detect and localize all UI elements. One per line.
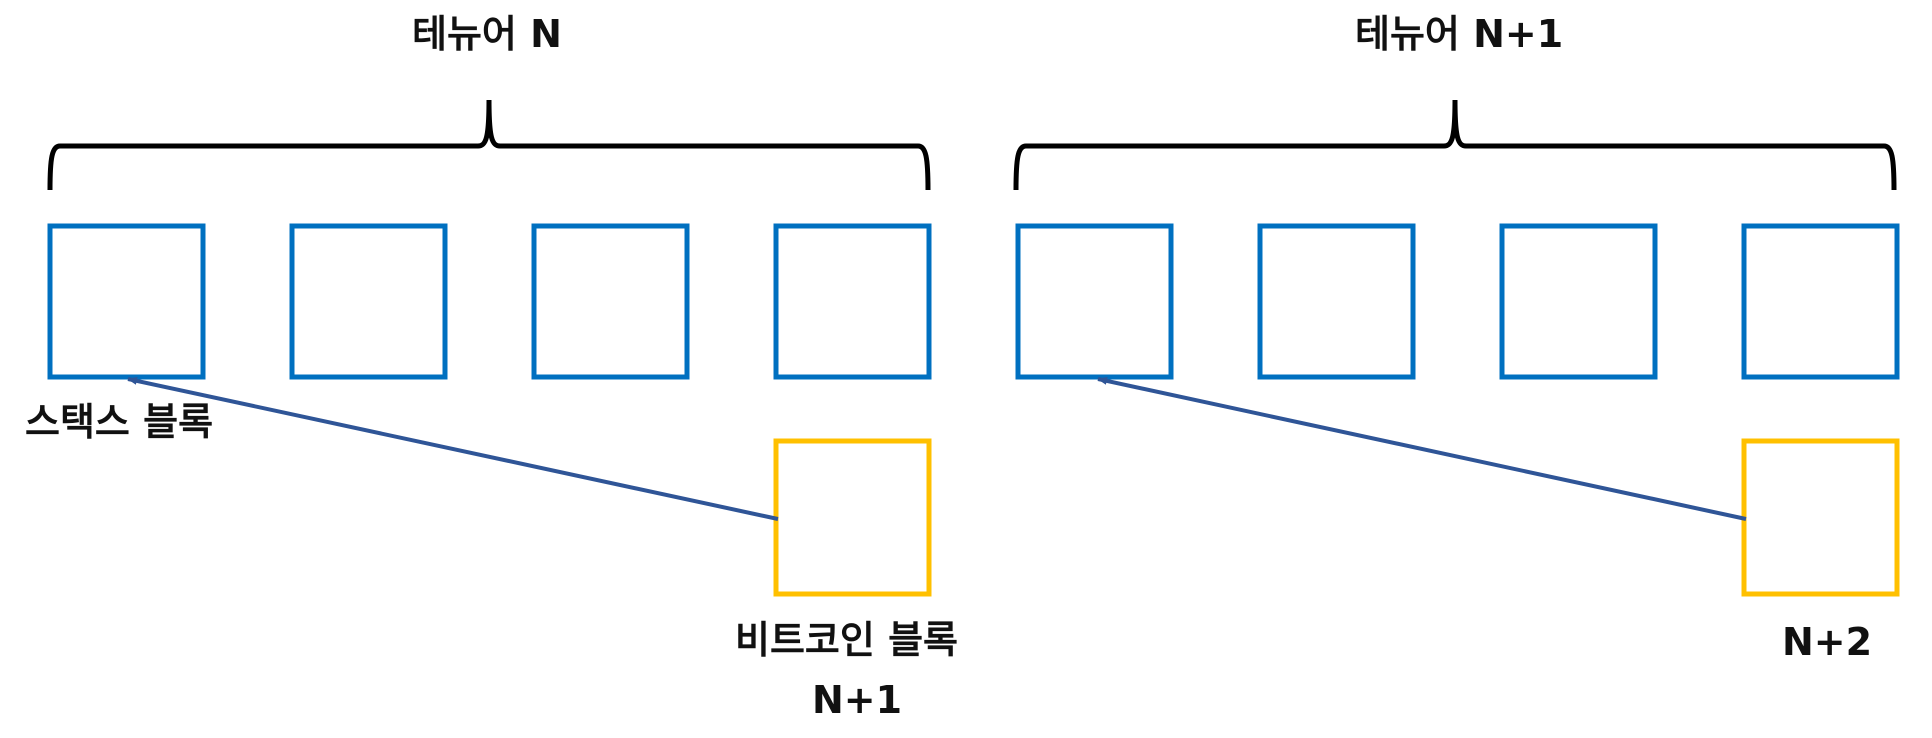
tenure-brace-2 <box>1013 99 1897 191</box>
tenure-label: 테뉴어 N <box>412 12 562 56</box>
arrow-bitcoin-to-stacks-1 <box>127 376 779 521</box>
stacks-block <box>1499 223 1658 380</box>
tenure-brace-1 <box>47 99 931 191</box>
bitcoin-block-label: 비트코인 블록 <box>735 618 958 662</box>
arrow-bitcoin-to-stacks-2 <box>1097 376 1747 521</box>
tenure-label: 테뉴어 N+1 <box>1355 12 1564 56</box>
bitcoin-block-n2 <box>1741 438 1900 597</box>
bitcoin-block-height-label: N+2 <box>1782 620 1873 664</box>
stacks-block <box>1257 223 1416 380</box>
stacks-block <box>1015 223 1174 380</box>
stacks-block <box>531 223 690 380</box>
stacks-block-label: 스택스 블록 <box>25 400 214 444</box>
stacks-block <box>1741 223 1900 380</box>
stacks-block <box>47 223 206 380</box>
bitcoin-block-n1 <box>773 438 932 597</box>
bitcoin-block-height-label: N+1 <box>812 678 903 722</box>
stacks-block <box>289 223 448 380</box>
stacks-block <box>773 223 932 380</box>
